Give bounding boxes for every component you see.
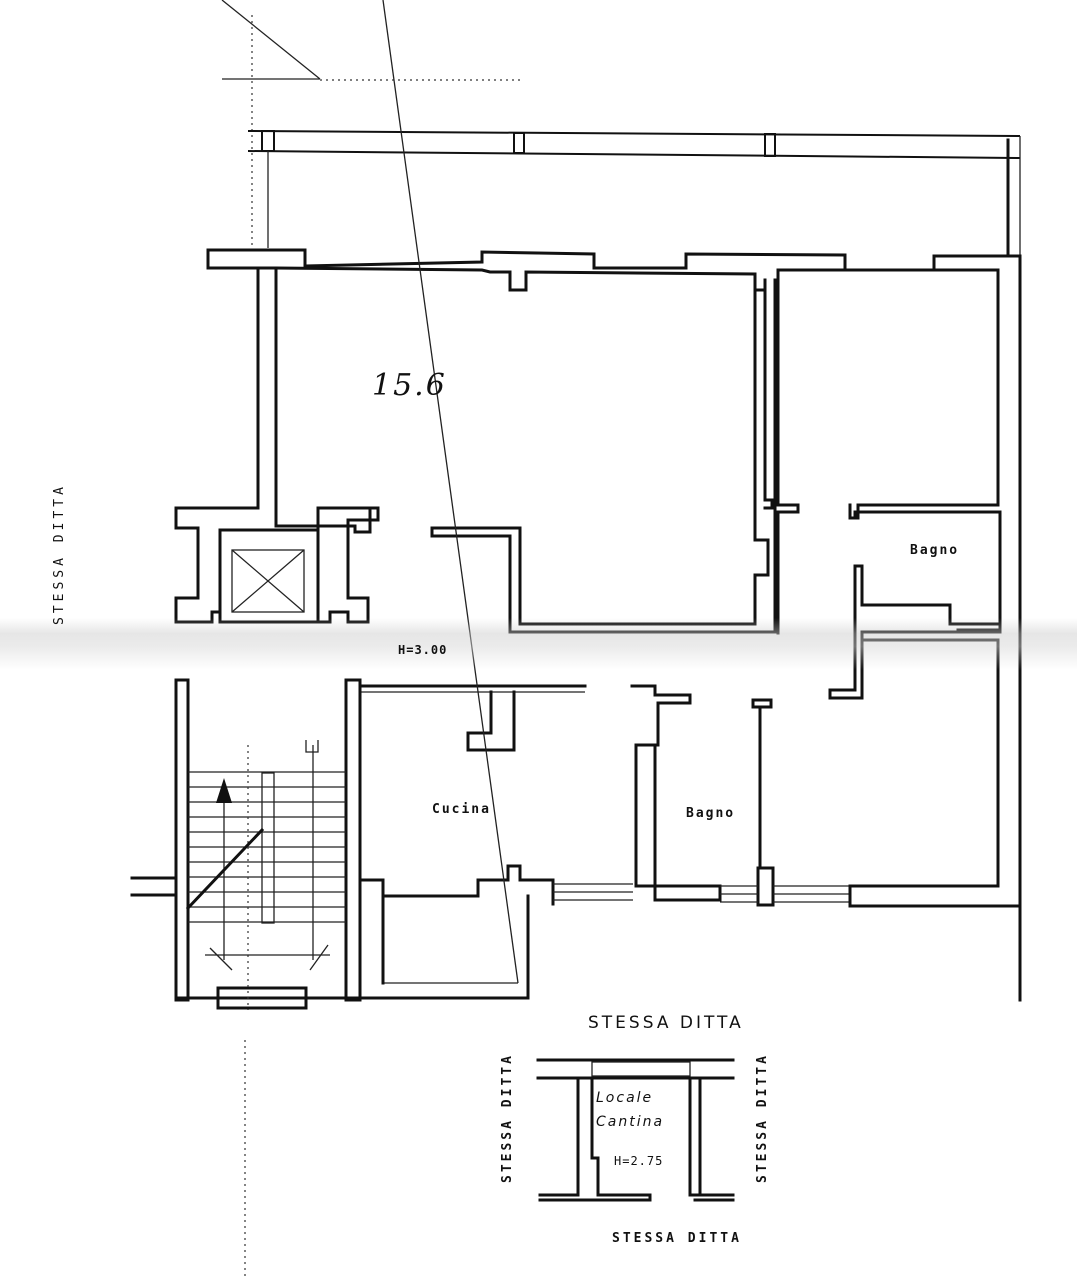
stair-direction-arrow-icon <box>216 778 232 803</box>
kitchen-walls <box>358 0 633 1000</box>
room-label-bagno-upper: Bagno <box>910 543 960 558</box>
balcony <box>247 130 1021 255</box>
cellar-title-line2: Cantina <box>596 1114 665 1130</box>
cellar-right-neighbor-label: STESSA DITTA <box>755 1053 770 1183</box>
lower-right-walls <box>630 638 1020 908</box>
cellar-left-neighbor-label: STESSA DITTA <box>500 1053 515 1183</box>
cellar-height-label: H=2.75 <box>614 1154 664 1168</box>
cellar-top-neighbor-label: STESSA DITTA <box>588 1013 744 1033</box>
unit-number-label: 15.6 <box>372 368 447 403</box>
cellar-plan <box>536 1058 735 1202</box>
ceiling-height-label: H=3.00 <box>398 643 448 657</box>
cellar-bottom-neighbor-label: STESSA DITTA <box>612 1231 742 1246</box>
staircase <box>130 678 362 1010</box>
left-neighbor-label: STESSA DITTA <box>52 483 67 625</box>
cellar-title-line1: Locale <box>596 1090 654 1106</box>
room-label-bagno-lower: Bagno <box>686 806 736 821</box>
paper-fold-shadow <box>0 618 1077 670</box>
room-label-cucina: Cucina <box>432 802 491 817</box>
construction-lines <box>221 0 520 1280</box>
